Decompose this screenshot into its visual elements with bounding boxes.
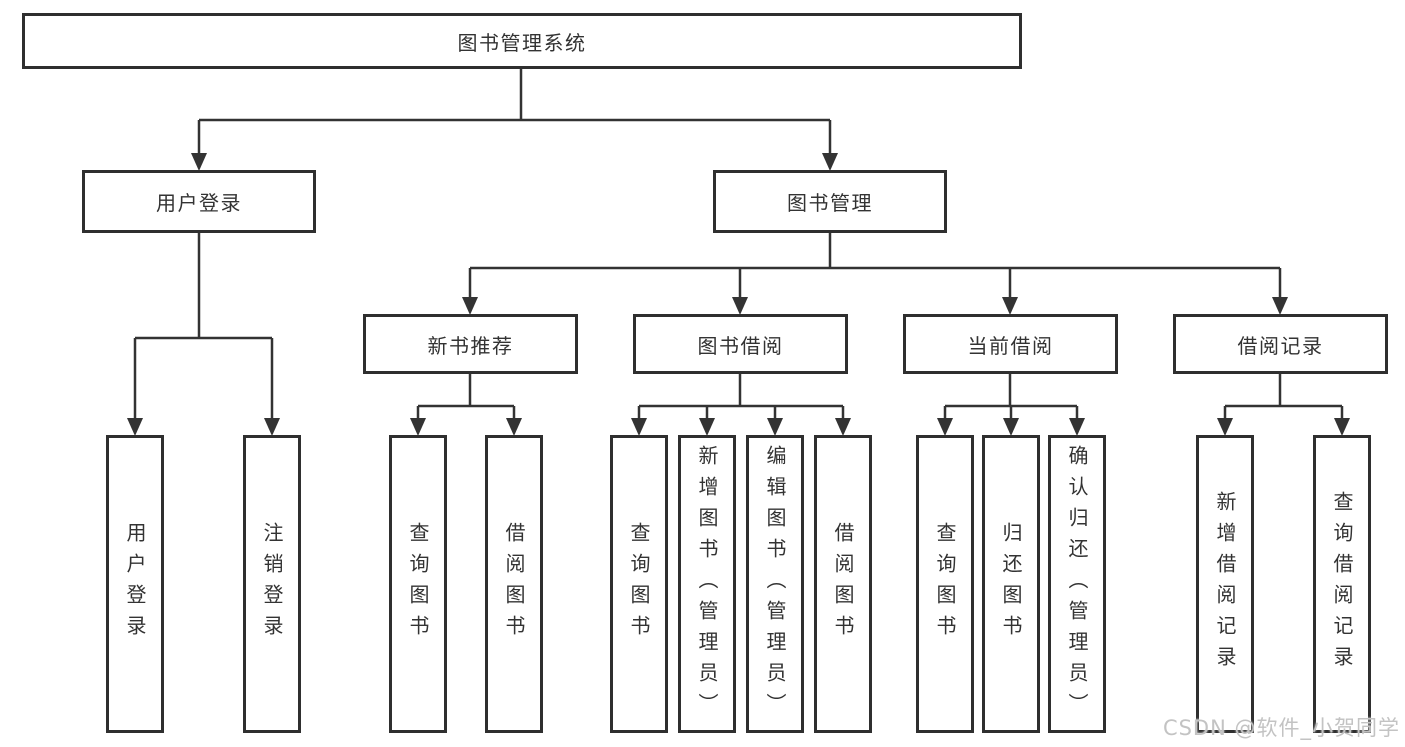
leaf-return-book: 归还图书 bbox=[982, 435, 1040, 733]
leaf-user-login: 用户登录 bbox=[106, 435, 164, 733]
leaf-add-borrow-record-label: 新增借阅记录 bbox=[1213, 491, 1237, 677]
leaf-confirm-return-admin-label: 确认归还（管理员） bbox=[1065, 444, 1089, 724]
leaf-logout-label: 注销登录 bbox=[260, 522, 284, 646]
leaf-recommend-query-books: 查询图书 bbox=[389, 435, 447, 733]
leaf-borrow-borrow-books: 借阅图书 bbox=[814, 435, 872, 733]
leaf-borrow-query-books: 查询图书 bbox=[610, 435, 668, 733]
node-book-borrow: 图书借阅 bbox=[633, 314, 848, 374]
node-new-book-recommend: 新书推荐 bbox=[363, 314, 578, 374]
leaf-borrow-query-books-label: 查询图书 bbox=[627, 522, 651, 646]
node-user-login: 用户登录 bbox=[82, 170, 316, 233]
leaf-query-borrow-record: 查询借阅记录 bbox=[1313, 435, 1371, 733]
arrowheads bbox=[127, 153, 1350, 436]
leaf-user-login-label: 用户登录 bbox=[123, 522, 147, 646]
leaf-add-book-admin: 新增图书（管理员） bbox=[678, 435, 736, 733]
leaf-current-query-books-label: 查询图书 bbox=[933, 522, 957, 646]
leaf-add-borrow-record: 新增借阅记录 bbox=[1196, 435, 1254, 733]
node-root: 图书管理系统 bbox=[22, 13, 1022, 69]
leaf-recommend-borrow-books: 借阅图书 bbox=[485, 435, 543, 733]
node-current-borrow: 当前借阅 bbox=[903, 314, 1118, 374]
leaf-recommend-query-books-label: 查询图书 bbox=[406, 522, 430, 646]
leaf-edit-book-admin-label: 编辑图书（管理员） bbox=[763, 444, 787, 724]
leaf-recommend-borrow-books-label: 借阅图书 bbox=[502, 522, 526, 646]
leaf-add-book-admin-label: 新增图书（管理员） bbox=[695, 444, 719, 724]
leaf-logout: 注销登录 bbox=[243, 435, 301, 733]
leaf-return-book-label: 归还图书 bbox=[999, 522, 1023, 646]
leaf-confirm-return-admin: 确认归还（管理员） bbox=[1048, 435, 1106, 733]
leaf-current-query-books: 查询图书 bbox=[916, 435, 974, 733]
leaf-edit-book-admin: 编辑图书（管理员） bbox=[746, 435, 804, 733]
node-borrow-records: 借阅记录 bbox=[1173, 314, 1388, 374]
csdn-watermark: CSDN @软件_小贺同学 bbox=[1162, 716, 1400, 740]
leaf-borrow-borrow-books-label: 借阅图书 bbox=[831, 522, 855, 646]
leaf-query-borrow-record-label: 查询借阅记录 bbox=[1330, 491, 1354, 677]
node-book-management: 图书管理 bbox=[713, 170, 947, 233]
